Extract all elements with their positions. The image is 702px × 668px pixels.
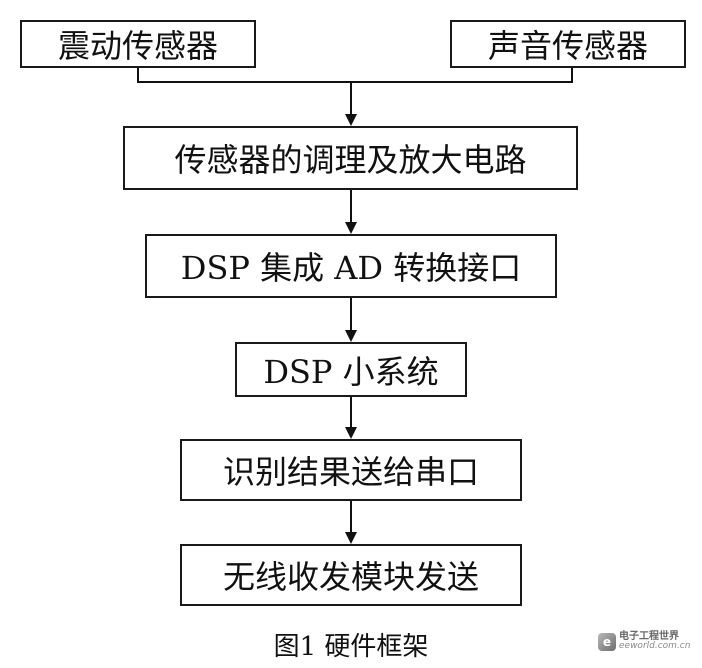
watermark-site-name: 电子工程世界: [619, 631, 679, 642]
serial-out-box: 识别结果送给串口: [180, 439, 522, 501]
site-watermark: e 电子工程世界 eeworld.com.cn: [598, 632, 690, 651]
sound-sensor-label: 声音传感器: [487, 27, 648, 65]
sound-sensor-box: 声音传感器: [450, 20, 686, 68]
eeworld-logo-icon: e: [598, 632, 616, 651]
dsp-system-box: DSP 小系统: [235, 342, 467, 397]
dsp-system-label: DSP 小系统: [263, 352, 439, 391]
wireless-tx-label: 无线收发模块发送: [222, 558, 479, 596]
wireless-tx-box: 无线收发模块发送: [180, 544, 522, 606]
vibration-sensor-label: 震动传感器: [57, 27, 218, 65]
figure-caption: 图1 硬件框架: [273, 632, 429, 662]
conditioning-amp-label: 传感器的调理及放大电路: [174, 141, 527, 179]
serial-out-label: 识别结果送给串口: [222, 453, 479, 491]
conditioning-amp-box: 传感器的调理及放大电路: [123, 126, 578, 190]
sensor-merge-connector: [137, 67, 573, 83]
watermark-url: eeworld.com.cn: [619, 641, 691, 651]
dsp-ad-label: DSP 集成 AD 转换接口: [180, 249, 522, 287]
vibration-sensor-box: 震动传感器: [20, 20, 256, 68]
dsp-ad-box: DSP 集成 AD 转换接口: [145, 234, 557, 298]
